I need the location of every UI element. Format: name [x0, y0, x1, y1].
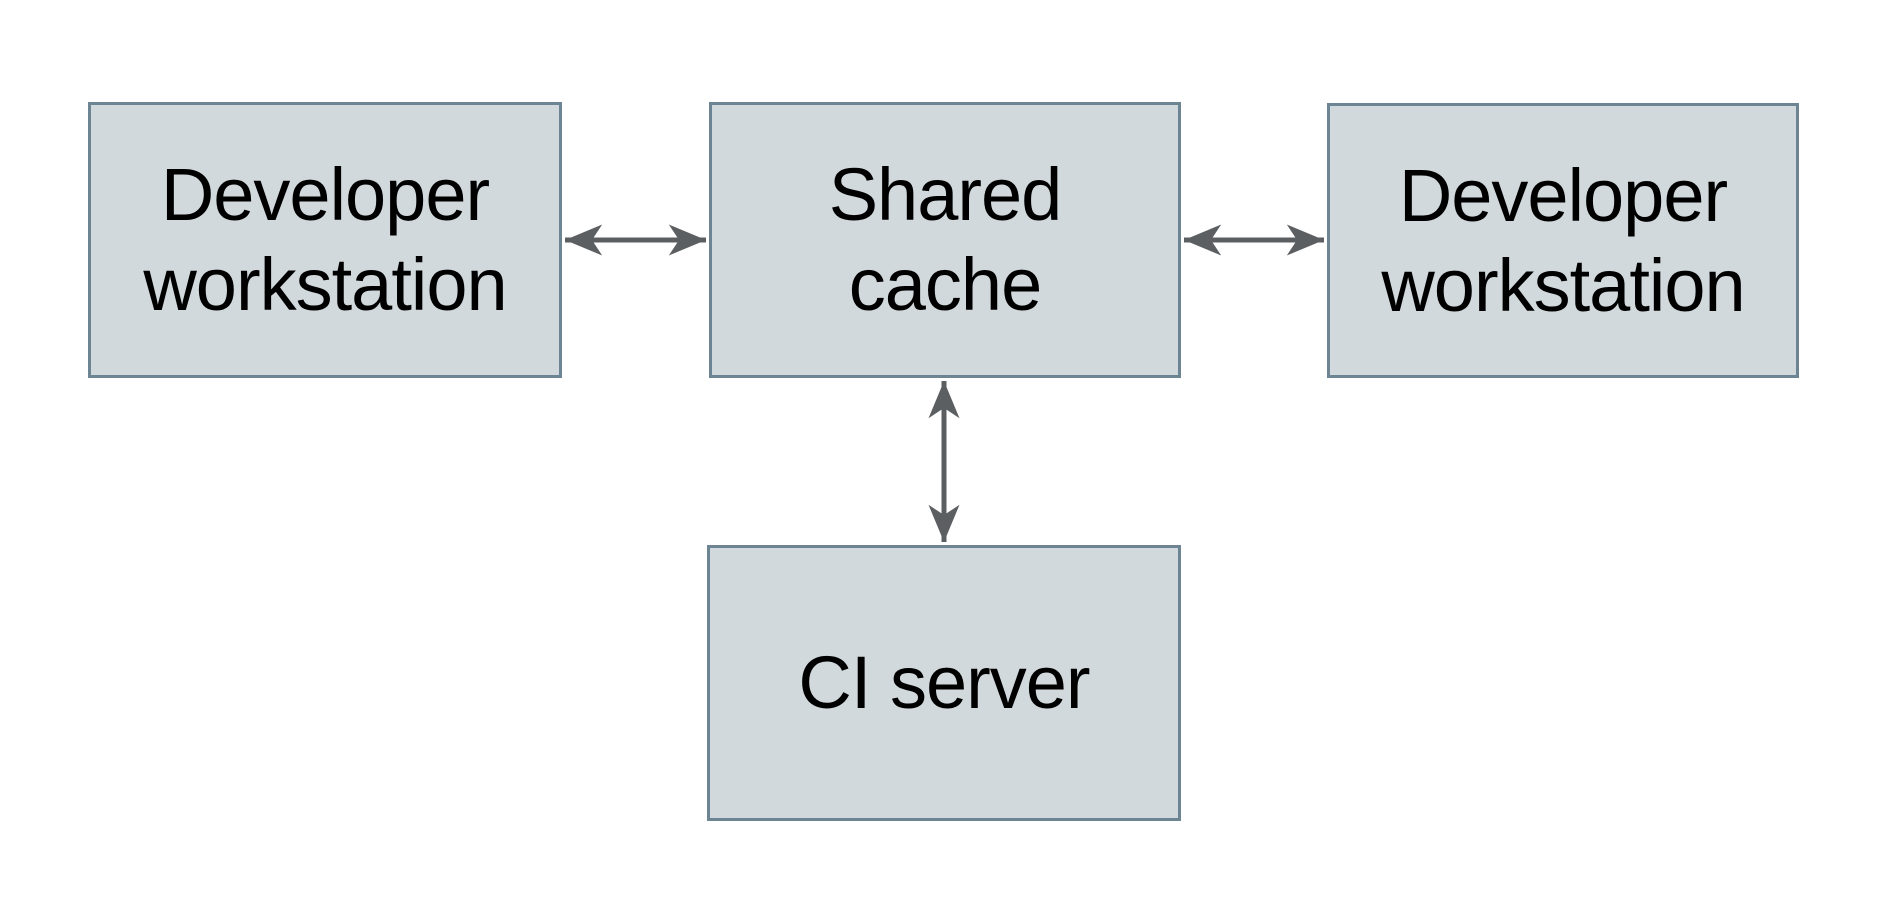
node-label: Shared cache	[828, 153, 1063, 326]
node-label: CI server	[798, 641, 1090, 724]
node-label: Developer workstation	[1381, 153, 1745, 327]
node-developer-workstation-left: Developer workstation	[88, 102, 562, 378]
node-label: Developer workstation	[143, 153, 507, 326]
node-ci-server: CI server	[707, 545, 1181, 821]
node-shared-cache: Shared cache	[709, 102, 1181, 378]
node-developer-workstation-right: Developer workstation	[1327, 103, 1799, 378]
